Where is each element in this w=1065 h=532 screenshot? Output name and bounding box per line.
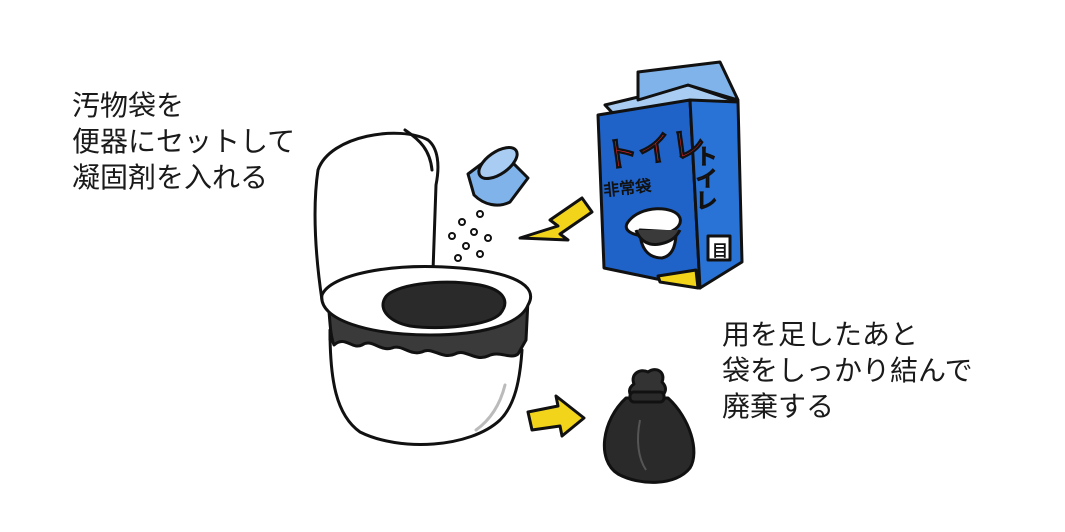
package-side-mark: 目 [712, 241, 728, 260]
instruction-tie-and-dispose: 用を足したあと 袋をしっかり結んで 廃棄する [722, 317, 973, 425]
instruction-line: 用を足したあと [722, 318, 919, 351]
emergency-toilet-package [596, 60, 744, 290]
toilet-illustration [313, 128, 533, 446]
arrow-to-toilet-icon [518, 196, 594, 242]
instruction-line: 便器にセットして [72, 125, 296, 158]
instruction-line: 廃棄する [722, 390, 835, 423]
package-title-side: トイレ [692, 145, 717, 211]
instruction-line: 袋をしっかり結んで [722, 354, 973, 387]
tied-garbage-bag-icon [602, 368, 696, 484]
coagulant-granules [448, 210, 492, 262]
instruction-set-bag-add-coagulant: 汚物袋を 便器にセットして 凝固剤を入れる [72, 88, 295, 196]
arrow-to-trash-bag-icon [526, 394, 586, 438]
coagulant-cup-illustration [466, 145, 530, 207]
instruction-line: 凝固剤を入れる [72, 161, 269, 194]
instruction-line: 汚物袋を [72, 89, 185, 122]
